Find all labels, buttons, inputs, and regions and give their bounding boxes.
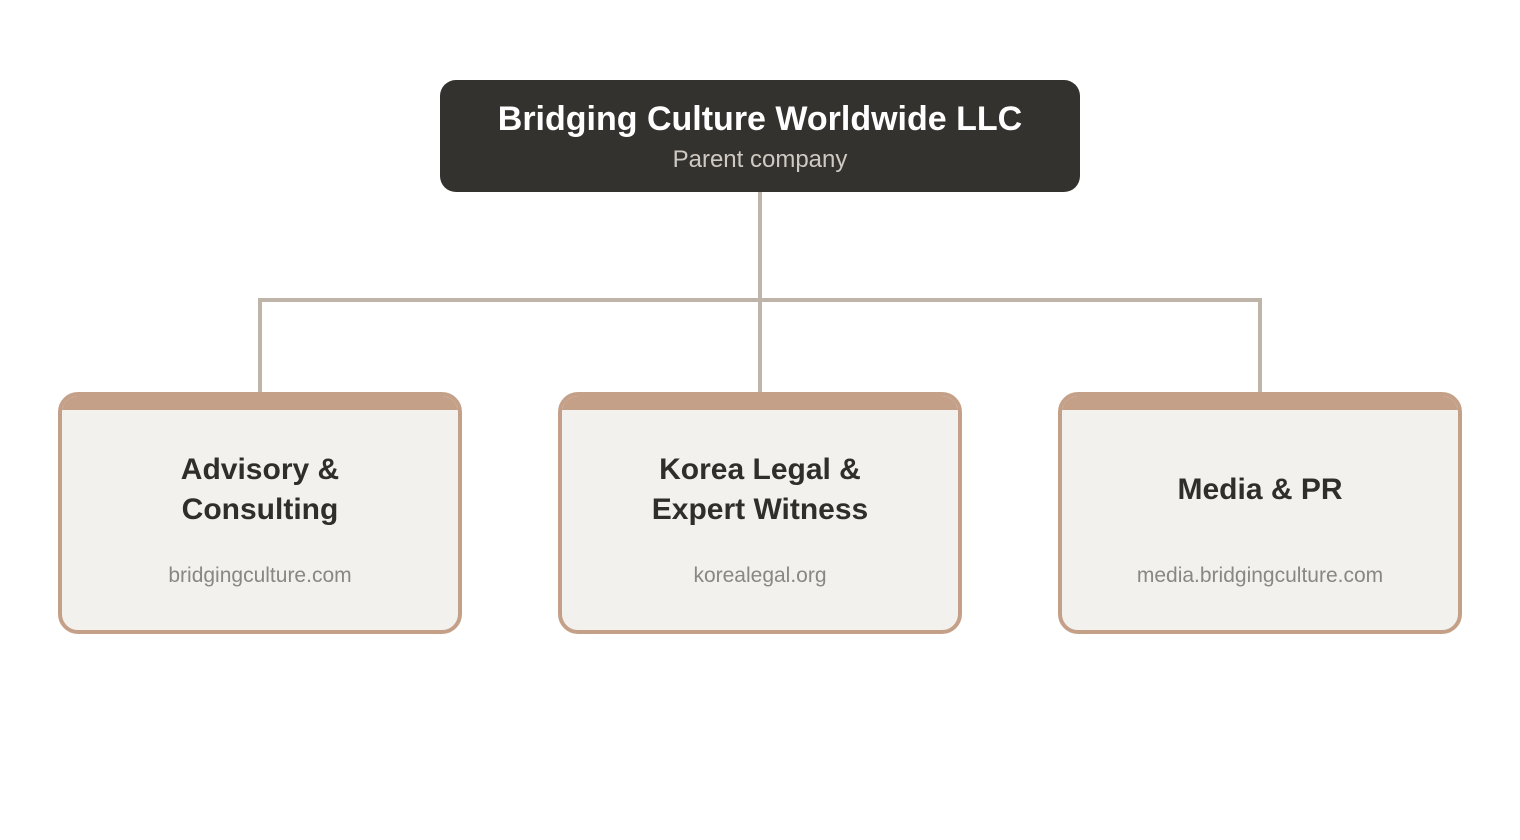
child-node-url: bridgingculture.com	[168, 564, 352, 587]
child-node-title: Media & PR	[1177, 473, 1343, 506]
child-node-accent-band	[562, 396, 958, 410]
child-node-advisory: Advisory & Consulting bridgingculture.co…	[58, 392, 462, 634]
parent-company-subtitle: Parent company	[672, 146, 848, 173]
child-node-accent-band	[62, 396, 458, 410]
child-node-url: korealegal.org	[693, 564, 827, 587]
child-node-accent-band	[1062, 396, 1458, 410]
child-node-url: media.bridgingculture.com	[1136, 564, 1384, 587]
parent-company-title: Bridging Culture Worldwide LLC	[497, 100, 1023, 138]
child-node-title: Korea Legal & Expert Witness	[651, 453, 869, 526]
parent-company-node: Bridging Culture Worldwide LLC Parent co…	[440, 80, 1080, 192]
child-node-title: Advisory & Consulting	[180, 453, 340, 526]
child-node-korea-legal: Korea Legal & Expert Witness korealegal.…	[558, 392, 962, 634]
child-node-media: Media & PR media.bridgingculture.com	[1058, 392, 1462, 634]
